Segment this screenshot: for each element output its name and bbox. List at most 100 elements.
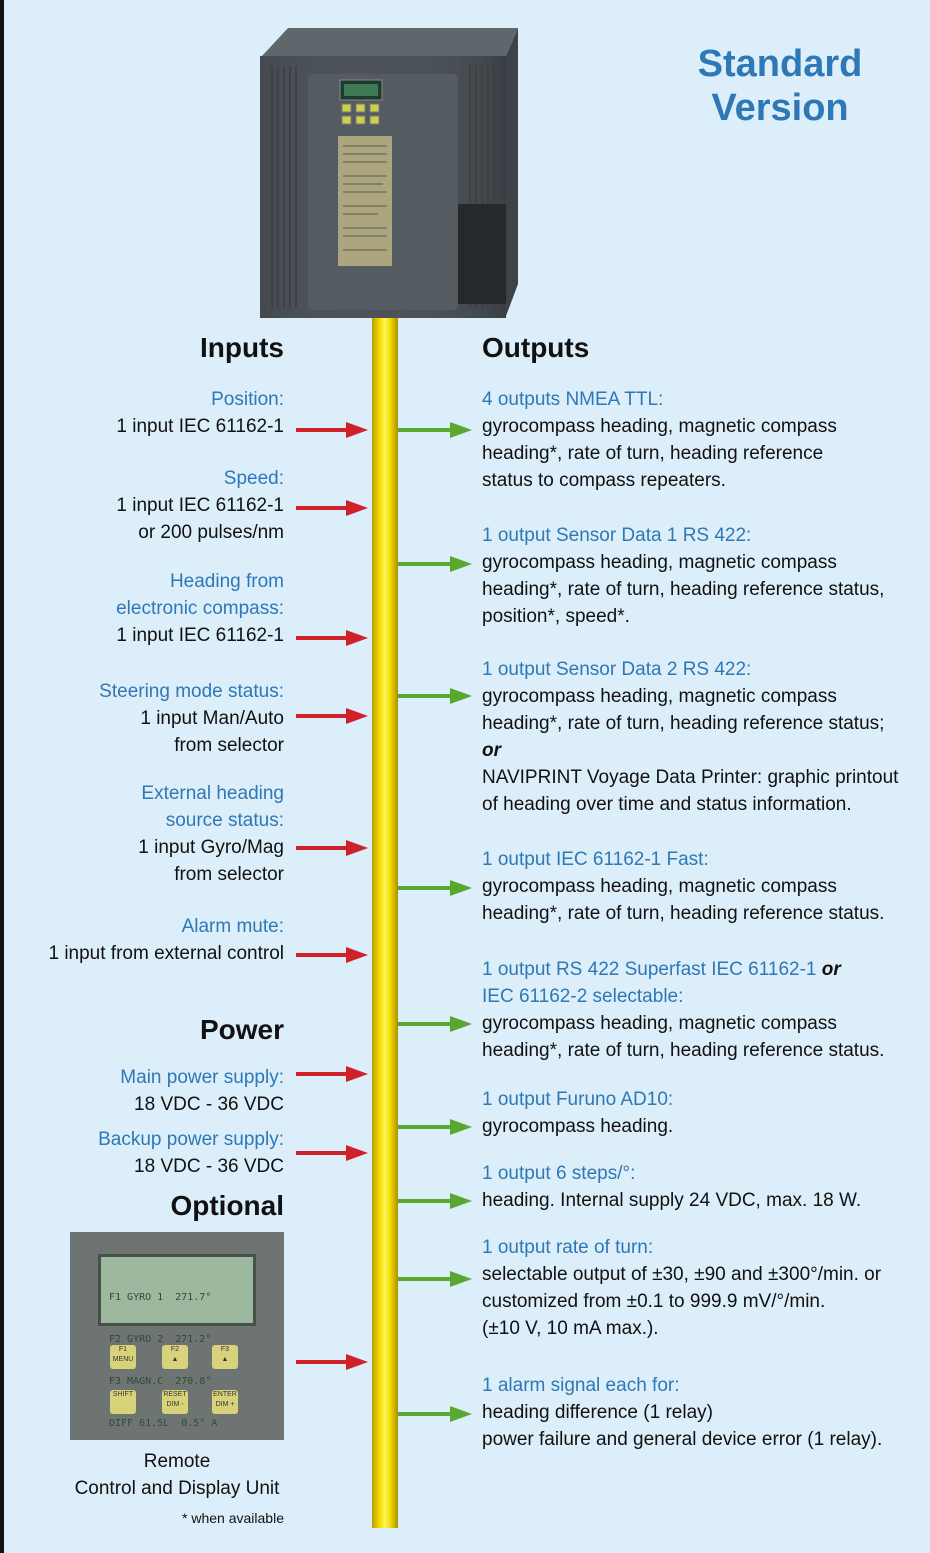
output-sensor-data-2: 1 output Sensor Data 2 RS 422: gyrocompa… [482, 656, 922, 818]
output-text: customized from ±0.1 to 999.9 mV/°/min. [482, 1291, 826, 1312]
output-text: heading*, rate of turn, heading referenc… [482, 713, 885, 734]
power-backup-supply: Backup power supply: 18 VDC - 36 VDC [98, 1126, 284, 1180]
input-arrow [296, 500, 368, 516]
output-label: 1 output Furuno AD10: [482, 1089, 674, 1110]
remote-display-line: F3 MAGN.C 270.8° [109, 1376, 212, 1387]
input-text: from selector [174, 864, 284, 885]
power-text: 18 VDC - 36 VDC [134, 1156, 284, 1177]
input-label: electronic compass: [116, 598, 284, 619]
input-arrow [296, 708, 368, 724]
output-label: 1 output Sensor Data 2 RS 422: [482, 659, 752, 680]
signal-pole [372, 318, 398, 1528]
remote-key-shift: SHIFT [110, 1390, 136, 1414]
output-text: gyrocompass heading, magnetic compass [482, 552, 837, 573]
key-label: F1 [118, 1346, 128, 1353]
remote-key-f2: F2 ▲ [162, 1345, 188, 1369]
input-text: or 200 pulses/nm [138, 522, 284, 543]
input-arrow [296, 1145, 368, 1161]
optional-heading: Optional [170, 1190, 284, 1221]
output-label: 1 alarm signal each for: [482, 1375, 680, 1396]
input-text: 1 input Man/Auto [140, 708, 284, 729]
input-arrow [296, 1066, 368, 1082]
input-arrow [296, 840, 368, 856]
output-arrow [398, 880, 472, 896]
power-label: Main power supply: [120, 1067, 284, 1088]
remote-caption-line: Remote [143, 1451, 211, 1472]
output-arrow [398, 1271, 472, 1287]
input-label: Speed: [223, 468, 284, 489]
input-steering-mode-status: Steering mode status: 1 input Man/Auto f… [99, 678, 284, 759]
power-heading: Power [199, 1014, 284, 1045]
input-label: Position: [211, 389, 284, 410]
key-sublabel: MENU [112, 1356, 134, 1363]
footnote: * when available [182, 1510, 284, 1526]
key-sublabel: DIM + [215, 1401, 235, 1408]
output-arrow [398, 556, 472, 572]
output-arrow [398, 422, 472, 438]
output-text: of heading over time and status informat… [482, 794, 852, 815]
remote-control-image: F1 GYRO 1 271.7° F2 GYRO 2 271.2° F3 MAG… [70, 1232, 284, 1440]
input-speed: Speed: 1 input IEC 61162-1 or 200 pulses… [116, 465, 284, 546]
output-text: heading difference (1 relay) [482, 1402, 713, 1423]
key-label: RESET [163, 1391, 187, 1398]
input-label: source status: [165, 810, 284, 831]
output-text: heading. Internal supply 24 VDC, max. 18… [482, 1190, 862, 1211]
power-label: Backup power supply: [98, 1129, 284, 1150]
input-alarm-mute: Alarm mute: 1 input from external contro… [48, 913, 284, 967]
input-arrow [296, 630, 368, 646]
output-text: heading*, rate of turn, heading referenc… [482, 579, 885, 600]
output-text: selectable output of ±30, ±90 and ±300°/… [482, 1264, 882, 1285]
output-text: heading*, rate of turn, heading referenc… [482, 443, 824, 464]
output-label: 4 outputs NMEA TTL: [482, 389, 664, 410]
output-iec-fast: 1 output IEC 61162-1 Fast: gyrocompass h… [482, 846, 922, 927]
title-line-1: Standard [697, 43, 863, 85]
input-text: 1 input IEC 61162-1 [116, 625, 284, 646]
remote-caption: Remote Control and Display Unit [60, 1448, 294, 1502]
key-label: SHIFT [112, 1391, 134, 1398]
remote-key-enter: ENTER DIM + [212, 1390, 238, 1414]
input-arrow [296, 947, 368, 963]
input-text: 1 input IEC 61162-1 [116, 416, 284, 437]
input-label: Heading from [169, 571, 284, 592]
output-furuno-ad10: 1 output Furuno AD10: gyrocompass headin… [482, 1086, 922, 1140]
output-nmea-ttl: 4 outputs NMEA TTL: gyrocompass heading,… [482, 386, 922, 494]
output-text: position*, speed*. [482, 606, 630, 627]
output-text: heading*, rate of turn, heading referenc… [482, 903, 885, 924]
output-label: 1 output IEC 61162-1 Fast: [482, 849, 709, 870]
remote-key-f3: F3▲ [212, 1345, 238, 1369]
output-or: or [482, 740, 501, 761]
output-arrow [398, 688, 472, 704]
input-arrow [296, 422, 368, 438]
input-arrow [296, 1354, 368, 1370]
inputs-heading: Inputs [200, 332, 284, 363]
output-arrow [398, 1119, 472, 1135]
key-label: F2 [170, 1346, 180, 1353]
output-rate-of-turn: 1 output rate of turn: selectable output… [482, 1234, 922, 1342]
input-label: Alarm mute: [181, 916, 284, 937]
input-heading-electronic-compass: Heading from electronic compass: 1 input… [116, 568, 284, 649]
input-external-heading-source: External heading source status: 1 input … [138, 780, 284, 888]
input-text: 1 input from external control [48, 943, 284, 964]
key-label: F3 [220, 1346, 230, 1353]
output-text: gyrocompass heading, magnetic compass [482, 416, 837, 437]
input-text: 1 input IEC 61162-1 [116, 495, 284, 516]
output-label: 1 output Sensor Data 1 RS 422: [482, 525, 752, 546]
output-label: 1 output RS 422 Superfast IEC 61162-1 [482, 959, 817, 980]
left-border [0, 0, 4, 1553]
output-label: 1 output rate of turn: [482, 1237, 654, 1258]
input-position: Position: 1 input IEC 61162-1 [116, 386, 284, 440]
remote-display-line: DIFF 61.5L 0.5° A [109, 1418, 218, 1429]
output-text: gyrocompass heading. [482, 1116, 674, 1137]
output-or: or [821, 959, 841, 980]
title: Standard Version [640, 42, 920, 130]
outputs-heading: Outputs [482, 332, 590, 363]
key-label: ENTER [213, 1391, 237, 1398]
output-text: gyrocompass heading, magnetic compass [482, 876, 837, 897]
output-alarm-signals: 1 alarm signal each for: heading differe… [482, 1372, 922, 1453]
output-sensor-data-1: 1 output Sensor Data 1 RS 422: gyrocompa… [482, 522, 922, 630]
output-text: NAVIPRINT Voyage Data Printer: graphic p… [482, 767, 899, 788]
key-sublabel: ▲ [171, 1356, 179, 1363]
remote-display-line: F1 GYRO 1 271.7° [109, 1292, 212, 1303]
